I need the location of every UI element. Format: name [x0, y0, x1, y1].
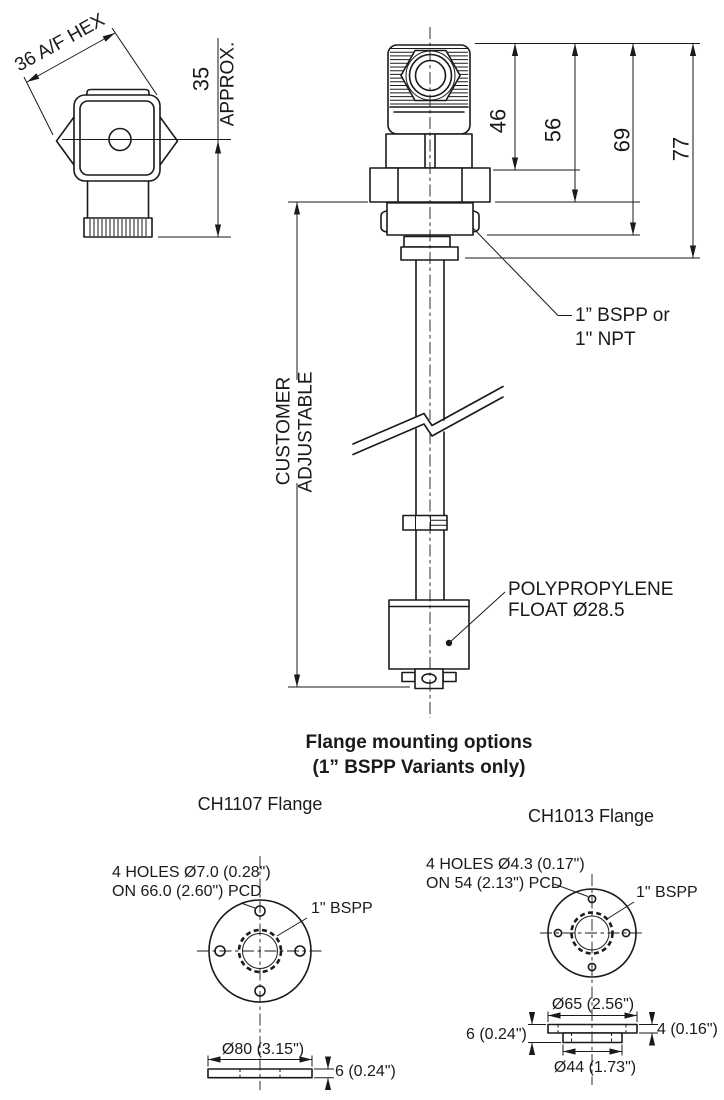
flange-options-subtitle: (1” BSPP Variants only)	[312, 757, 526, 778]
flange-ch1013-view	[528, 874, 658, 1085]
dim-69: 69	[609, 127, 635, 153]
float-label-line1: POLYPROPYLENE	[508, 579, 674, 600]
ch1107-thickness: 6 (0.24")	[335, 1063, 396, 1080]
thread-label-line1: 1” BSPP or	[575, 305, 670, 326]
dim-56: 56	[540, 117, 566, 143]
ch1013-outer-diameter: Ø65 (2.56")	[551, 996, 635, 1013]
flange-ch1107-view	[197, 856, 334, 1091]
ch1013-flange-name: CH1013 Flange	[527, 806, 655, 826]
ch1107-thread-label: 1" BSPP	[311, 900, 373, 917]
adjustable-label-line2: ADJUSTABLE	[295, 371, 317, 493]
connector-top-view	[23, 27, 231, 238]
flange-options-title: Flange mounting options	[305, 732, 533, 753]
dim-46: 46	[485, 108, 511, 134]
ch1013-holes-line1: 4 HOLES Ø4.3 (0.17")	[426, 856, 585, 873]
thread-label-line2: 1" NPT	[575, 329, 636, 350]
adjustable-label-line1: CUSTOMER	[273, 376, 295, 486]
height-dim-qualifier: APPROX.	[217, 41, 239, 127]
height-dim-value: 35	[188, 66, 214, 92]
dim-77: 77	[668, 136, 694, 162]
ch1107-outer-diameter: Ø80 (3.15")	[221, 1041, 305, 1058]
ch1013-thread-label: 1" BSPP	[636, 884, 698, 901]
ch1107-holes-line1: 4 HOLES Ø7.0 (0.28")	[112, 864, 271, 881]
ch1013-holes-line2: ON 54 (2.13") PCD	[426, 875, 563, 892]
float-label-line2: FLOAT Ø28.5	[508, 600, 625, 621]
ch1107-holes-line2: ON 66.0 (2.60") PCD	[112, 883, 262, 900]
ch1107-flange-name: CH1107 Flange	[197, 794, 323, 814]
ch1013-flange-thickness: 4 (0.16")	[657, 1021, 718, 1038]
dimension-lines	[288, 43, 700, 688]
ch1013-boss-diameter: Ø44 (1.73")	[553, 1059, 637, 1076]
ch1013-overall-thickness: 6 (0.24")	[466, 1026, 527, 1043]
sensor-assembly-view	[352, 27, 572, 718]
